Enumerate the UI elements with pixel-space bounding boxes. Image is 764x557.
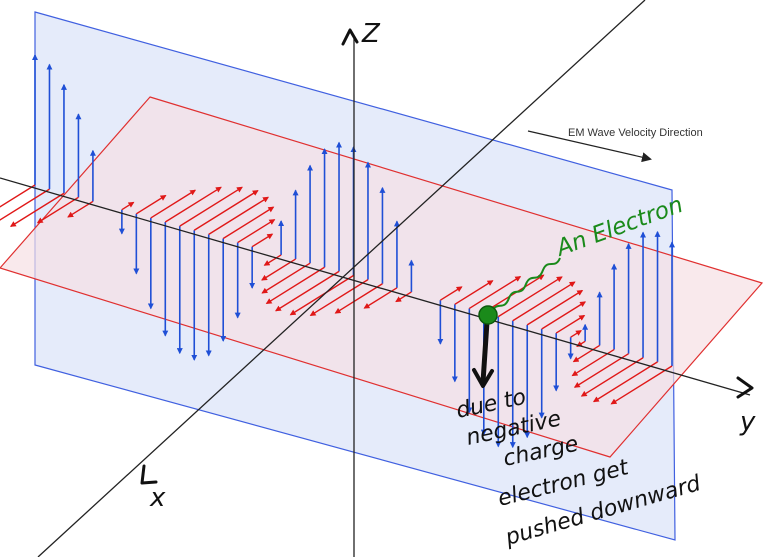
magnetic-field-arrow [135, 194, 167, 215]
magnetic-field-arrow [193, 190, 259, 231]
magnetic-field-arrow [572, 344, 600, 363]
magnetic-field-arrow [36, 196, 79, 224]
magnetic-field-arrow [541, 301, 587, 330]
magnetic-field-arrow [0, 184, 36, 208]
magnetic-field-arrow [512, 281, 576, 322]
magnetic-field-arrow [334, 283, 383, 314]
magnetic-field-arrow [592, 361, 658, 403]
y-axis-caret [736, 376, 754, 399]
magnetic-field-arrow [570, 330, 582, 338]
magnetic-field-arrow [208, 196, 270, 235]
x-axis-caret [140, 464, 158, 485]
velocity-caption: EM Wave Velocity Direction [568, 127, 703, 139]
magnetic-field-arrow [263, 254, 282, 266]
magnetic-field-arrow [265, 266, 325, 305]
magnetic-field-arrow [309, 279, 369, 317]
y-axis-line [0, 177, 751, 396]
magnetic-field-arrow [580, 357, 644, 397]
wave-squiggle-icon [491, 257, 561, 313]
magnetic-field-arrow [0, 188, 50, 221]
magnetic-field-arrow [526, 289, 584, 326]
magnetic-field-arrow [237, 219, 276, 244]
magnetic-field-arrow [454, 280, 494, 305]
magnetic-field-arrow [261, 262, 311, 294]
magnetic-field-arrow [121, 201, 135, 211]
magnetic-field-arrow [439, 286, 463, 301]
magnetic-field-arrow [573, 353, 629, 388]
magnetic-field-arrow [251, 233, 274, 248]
magnetic-field-arrow [497, 276, 563, 318]
velocity-direction-arrow [527, 130, 652, 163]
magnetic-field-arrow [150, 189, 197, 219]
force-arrow-head [472, 368, 494, 388]
magnetic-field-arrow [610, 365, 673, 405]
electron-marker-icon [478, 305, 498, 325]
magnetic-field-arrow [222, 206, 275, 240]
magnetic-field-arrow [395, 291, 412, 303]
magnetic-field-arrow [468, 276, 522, 310]
magnetic-field-arrow [9, 192, 65, 227]
magnetic-field-arrow [164, 186, 222, 223]
magnetic-field-arrow [555, 314, 586, 334]
magnetic-field-arrow [289, 274, 354, 316]
magnetic-field-arrow [275, 270, 340, 312]
magnetic-field-arrow [483, 274, 545, 314]
magnetic-field-vectors [0, 184, 673, 405]
z-axis-caret [341, 28, 359, 46]
magnetic-field-arrow [179, 186, 243, 227]
axis-label-x: x [149, 483, 166, 513]
horizontal-plane [0, 96, 764, 458]
x-axis-line [37, 0, 646, 557]
axis-label-z: Z [361, 19, 381, 49]
force-arrow [480, 319, 490, 385]
axis-label-y: y [739, 407, 756, 437]
